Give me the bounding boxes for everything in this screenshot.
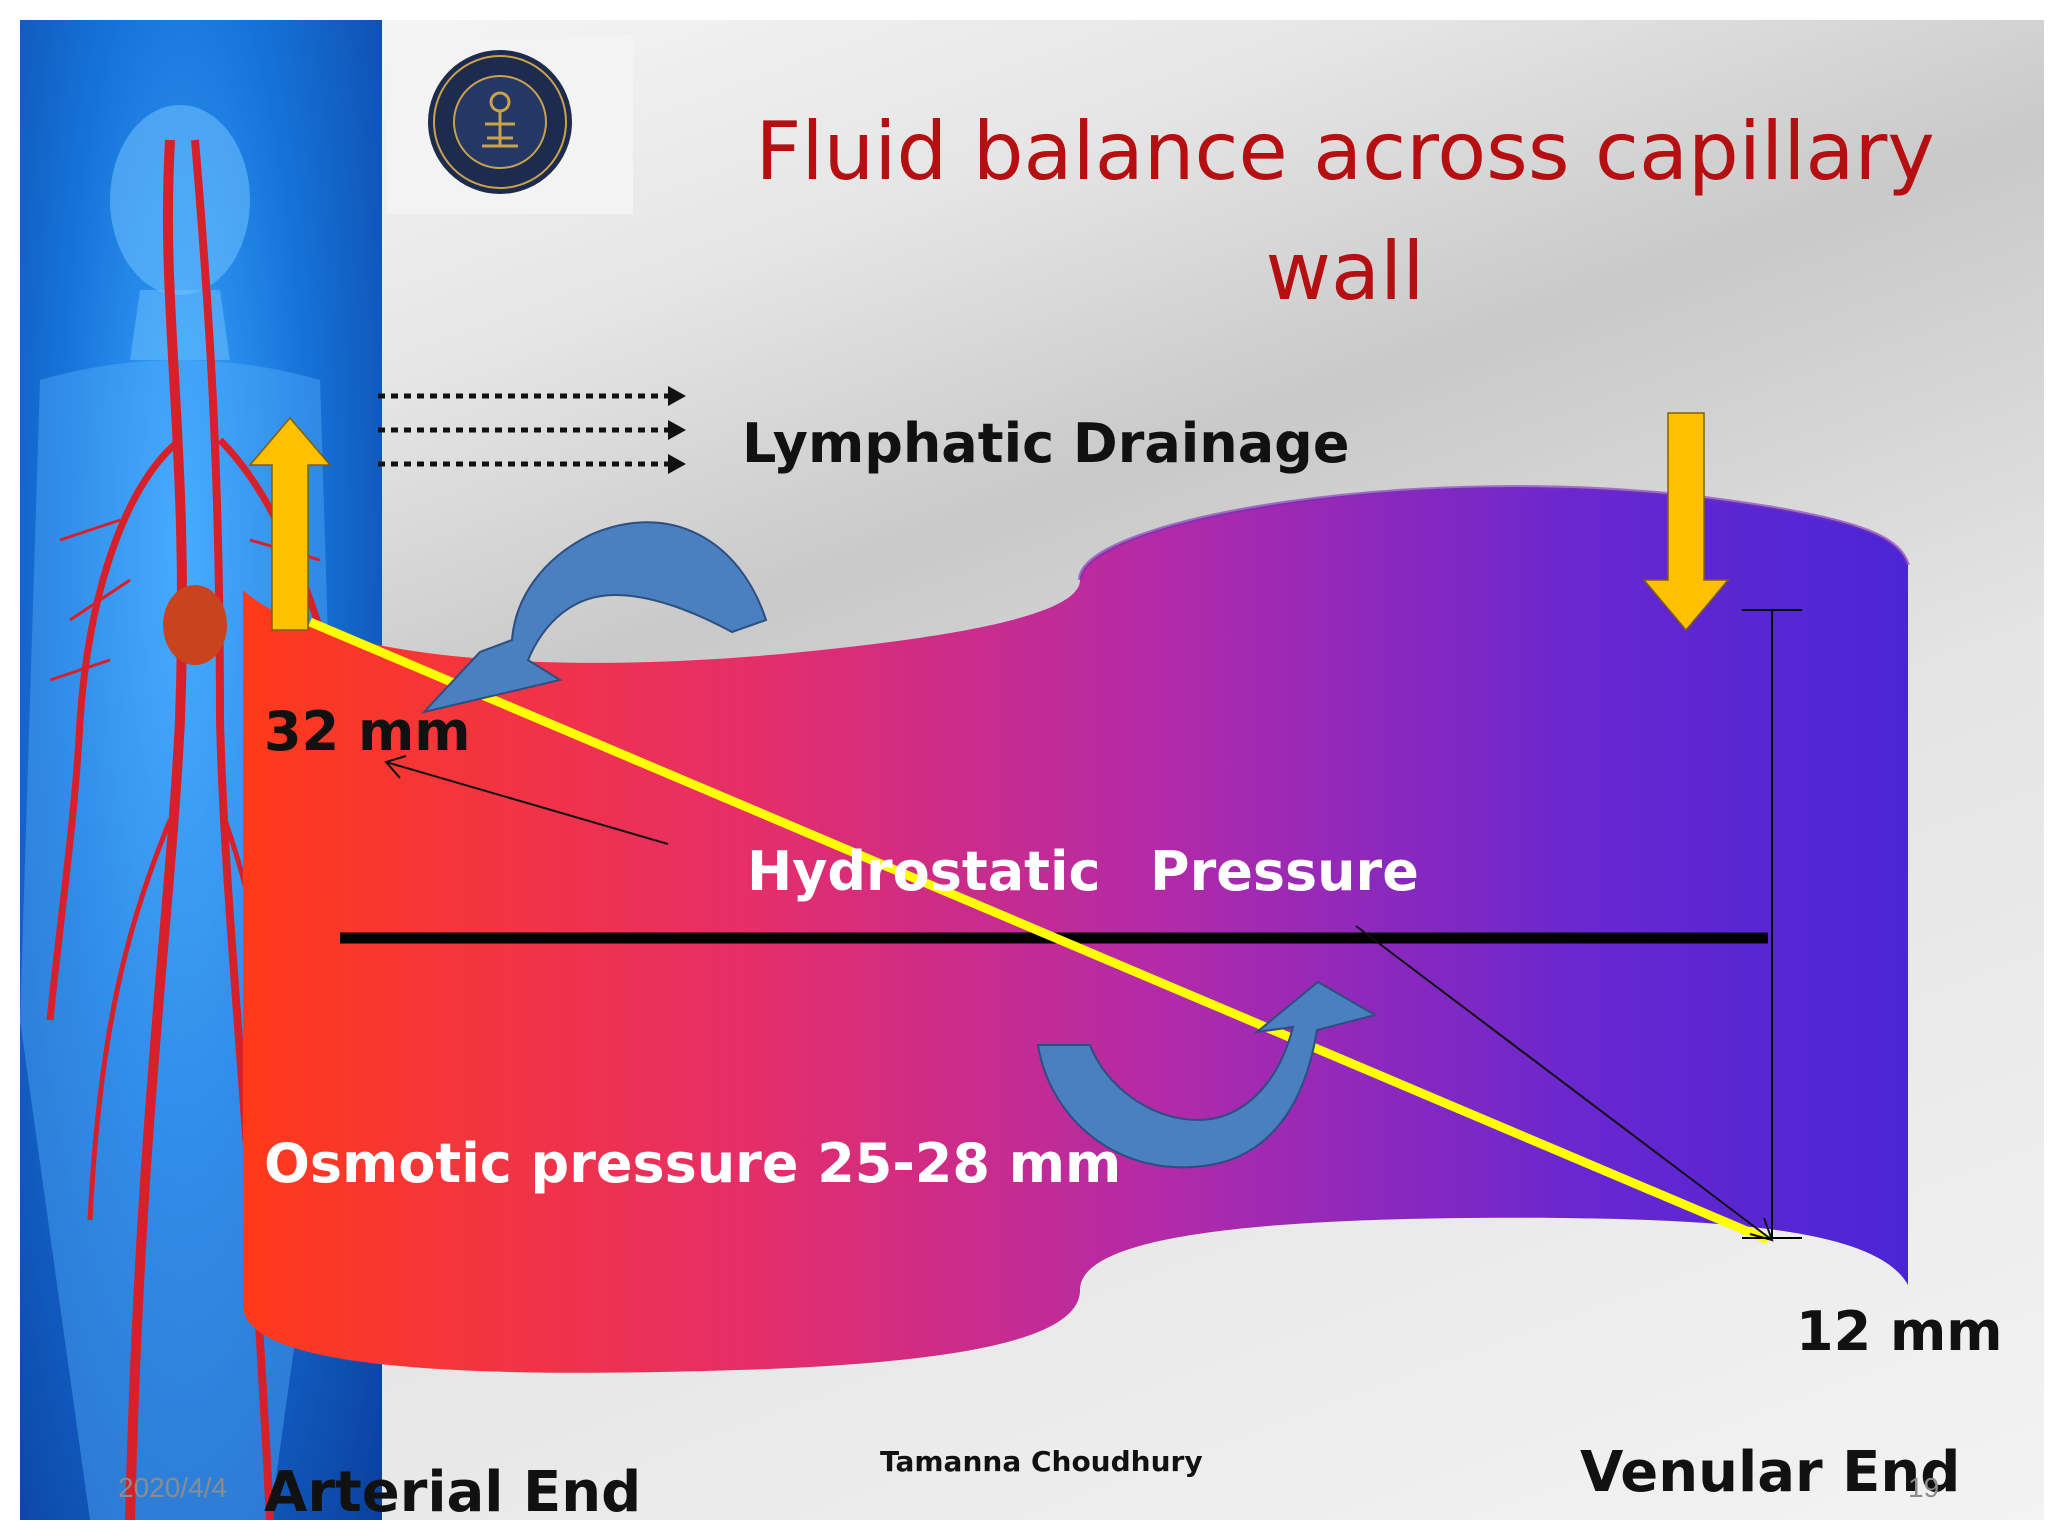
hydrostatic-pressure-line bbox=[308, 617, 1770, 1245]
outflow-arrow-up bbox=[248, 416, 332, 631]
leg-artery-left bbox=[87, 819, 173, 1221]
capillary-top-shadow bbox=[1078, 485, 1910, 581]
arm-artery-left bbox=[46, 437, 183, 1021]
main-artery bbox=[125, 139, 188, 1520]
slide-number: 19 bbox=[1908, 1472, 1940, 1503]
capillary-diagram bbox=[243, 386, 1910, 1373]
college-seal-logo bbox=[428, 50, 572, 194]
reabsorption-curved-arrow bbox=[1036, 980, 1378, 1169]
pressure-pointer-arterial bbox=[384, 755, 669, 845]
inflow-arrow-down bbox=[1642, 412, 1730, 632]
vessel-diameter-marker bbox=[1742, 609, 1802, 1239]
slide-date: 2020/4/4 bbox=[118, 1472, 227, 1503]
slide: Fluid balance across capillary wall bbox=[20, 20, 2044, 1520]
hydrostatic-label: Hydrostatic bbox=[747, 840, 1101, 903]
lymphatic-drainage-arrows bbox=[378, 386, 686, 474]
arterial-end-label: Arterial End bbox=[264, 1460, 642, 1520]
venular-pressure-label: 12 mm bbox=[1796, 1300, 2003, 1363]
author-name: Tamanna Choudhury bbox=[880, 1445, 1203, 1478]
lymphatic-drainage-label: Lymphatic Drainage bbox=[742, 412, 1350, 475]
capillary-vessel bbox=[243, 487, 1908, 1373]
venular-end-label: Venular End bbox=[1580, 1440, 1961, 1505]
pressure-pointer-venular bbox=[1355, 925, 1774, 1242]
slide-title: Fluid balance across capillary wall bbox=[755, 105, 1935, 318]
filtration-curved-arrow bbox=[421, 521, 768, 714]
logo-box bbox=[387, 34, 633, 214]
head-silhouette bbox=[110, 105, 250, 295]
heart-icon bbox=[163, 585, 227, 665]
pressure-label: Pressure bbox=[1150, 840, 1419, 903]
osmotic-pressure-label: Osmotic pressure 25-28 mm bbox=[264, 1132, 1122, 1195]
arterial-pressure-label: 32 mm bbox=[264, 700, 471, 763]
branch-vessels bbox=[49, 518, 321, 682]
